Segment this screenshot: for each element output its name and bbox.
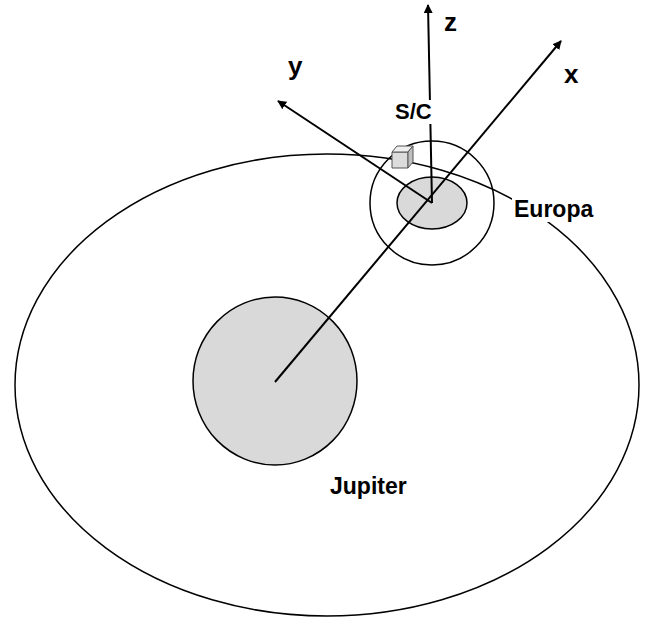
planet-label: Jupiter (328, 474, 409, 499)
spacecraft-cube (392, 146, 413, 168)
spacecraft-label: S/C (393, 100, 434, 124)
axis-label: x (562, 60, 580, 89)
axis-label: z (442, 8, 459, 37)
europa-orbit (15, 154, 639, 616)
moon-label: Europa (512, 197, 595, 222)
axis-label: y (286, 52, 304, 81)
